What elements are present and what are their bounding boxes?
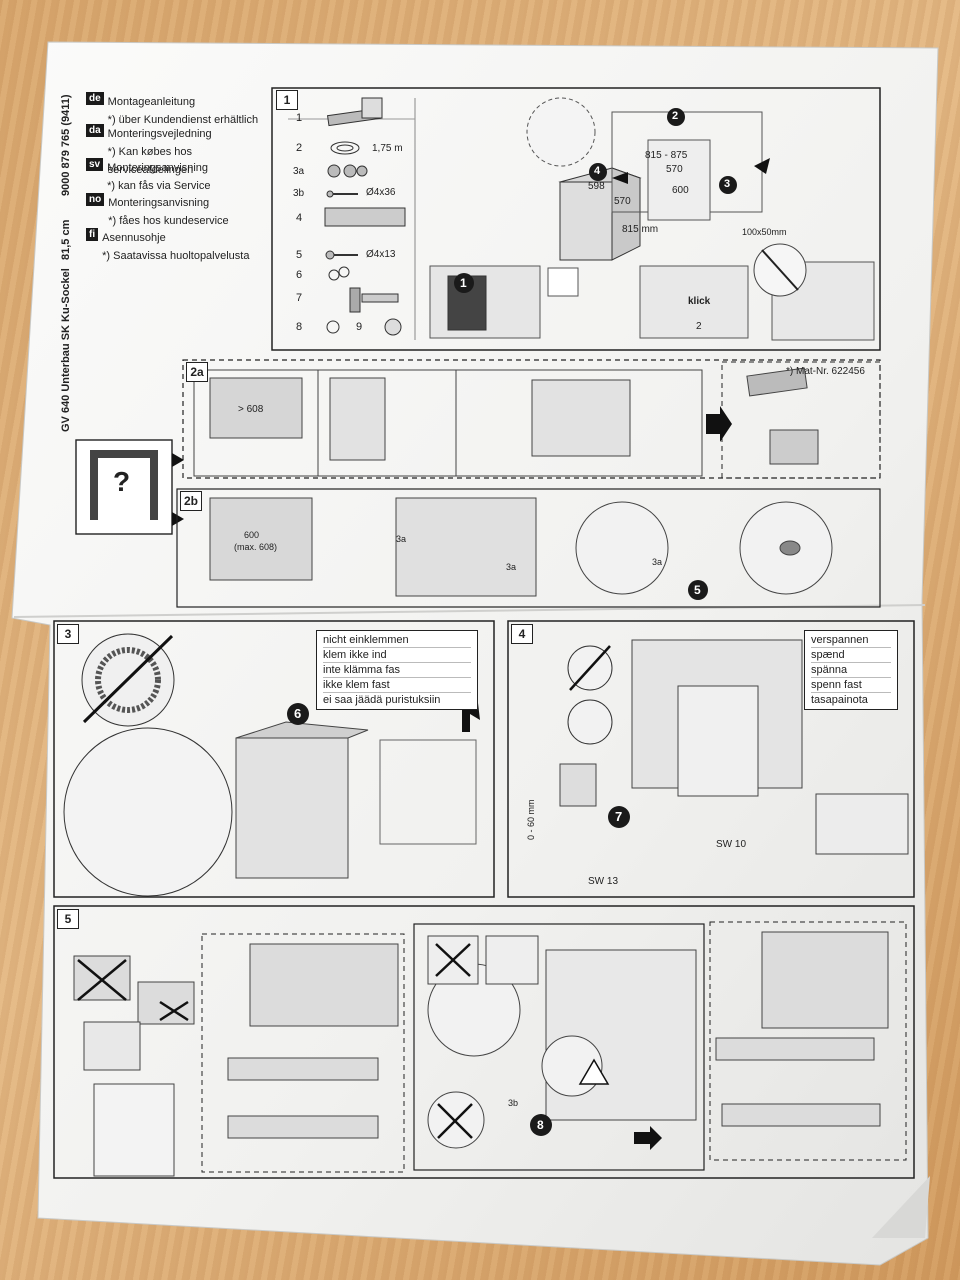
step-number-1: 1 <box>460 276 467 290</box>
wrench-sw10: SW 10 <box>716 839 747 850</box>
paper-curl <box>872 1176 930 1238</box>
model-title: GV 640 Unterbau SK Ku-Sockel <box>60 268 72 432</box>
dimension-598: 598 <box>588 181 605 192</box>
brace-word: verspannen <box>811 633 891 648</box>
dimension-max608: (max. 608) <box>234 542 278 552</box>
part-number: 5 <box>296 249 303 261</box>
language-note: *) Saatavissa huoltopalvelusta <box>102 250 250 262</box>
language-title: Monteringsanvisning <box>107 162 209 174</box>
panel-2b-frame <box>176 488 881 608</box>
dimension-570: 570 <box>614 196 631 207</box>
part-number: 2 <box>296 142 303 154</box>
language-de: de Montageanleitung*) über Kundendienst … <box>86 92 258 128</box>
dimension-600b: 600 <box>244 530 260 540</box>
step-number-6: 6 <box>294 706 302 721</box>
brace-word: spenn fast <box>811 678 891 693</box>
dimension-gt608: > 608 <box>238 404 264 415</box>
klick-label: klick <box>688 296 711 307</box>
brace-word: tasapainota <box>811 694 868 706</box>
part-label: Ø4x13 <box>366 249 396 260</box>
panel-number-2b: 2b <box>180 491 202 511</box>
clamp-word: ei saa jäädä puristuksiin <box>323 694 441 706</box>
wrench-sw13: SW 13 <box>588 876 619 887</box>
language-title: Monteringsvejledning <box>107 128 212 140</box>
document-code: 9000 879 765 (9411) <box>60 94 72 196</box>
step-number-3: 3 <box>724 178 731 190</box>
model-size: 81,5 cm <box>60 219 72 260</box>
panel-number-4: 4 <box>511 624 533 644</box>
part-number: 6 <box>296 269 303 281</box>
callout-3a: 3a <box>506 562 517 572</box>
callout-3a: 3a <box>396 534 407 544</box>
dimension-range: 0 - 60 mm <box>526 799 536 840</box>
panel-number-1: 1 <box>276 90 298 110</box>
panel-2a-frame <box>182 359 881 479</box>
panel-5-frame <box>53 905 915 1179</box>
brace-word: spänna <box>811 663 891 678</box>
dimension-hole: 100x50mm <box>742 227 787 237</box>
panel-number-3: 3 <box>57 624 79 644</box>
dimension-815mm: 815 mm <box>622 224 659 235</box>
step-number-2: 2 <box>672 110 679 122</box>
panel-number-2a: 2a <box>186 362 208 382</box>
language-note: *) über Kundendienst erhältlich <box>107 114 259 126</box>
panel-4-frame <box>507 620 915 898</box>
part-label: 1,75 m <box>372 143 403 154</box>
language-sv: sv Monteringsanvisning*) kan fås via Ser… <box>86 158 210 194</box>
panel-1-frame <box>271 87 881 351</box>
language-note: *) kan fås via Service <box>107 180 211 192</box>
language-fi: fi Asennusohje*) Saatavissa huoltopalvel… <box>86 228 249 264</box>
dimension-815-875: 815 - 875 <box>645 150 688 161</box>
panel-3-frame <box>53 620 495 898</box>
clamp-word: ikke klem fast <box>323 678 471 693</box>
language-title: Monteringsanvisning <box>108 197 210 209</box>
panel-number-5: 5 <box>57 909 79 929</box>
part-number: 3b <box>293 188 305 199</box>
question-mark: ? <box>113 466 131 497</box>
step-number-7: 7 <box>615 809 623 824</box>
part-number: 8 <box>296 321 303 333</box>
language-da: da Monteringsvejledning*) Kan købes hos … <box>86 124 266 178</box>
step-number-4: 4 <box>594 165 601 177</box>
clamp-word: nicht einklemmen <box>323 633 471 648</box>
dimension-570b: 570 <box>666 164 683 175</box>
part-label: Ø4x36 <box>366 187 396 198</box>
language-title: Asennusohje <box>102 232 166 244</box>
callout-3b: 3b <box>508 1098 519 1108</box>
clamp-word: klem ikke ind <box>323 648 471 663</box>
brace-word-box: verspannen spænd spänna spenn fast tasap… <box>804 630 898 710</box>
clamp-warning-box: nicht einklemmen klem ikke ind inte kläm… <box>316 630 478 710</box>
dimension-600: 600 <box>672 185 689 196</box>
clamp-word: inte klämma fas <box>323 663 471 678</box>
language-title: Montageanleitung <box>107 96 196 108</box>
callout-3a: 3a <box>652 557 663 567</box>
matnr-label: *) Mat-Nr. 622456 <box>786 366 865 377</box>
step-number-8: 8 <box>537 1118 544 1132</box>
language-note: *) fåes hos kundeservice <box>108 215 229 227</box>
brace-word: spænd <box>811 648 891 663</box>
part-number: 1 <box>296 112 303 124</box>
step-number-5: 5 <box>694 583 701 597</box>
part-number: 7 <box>296 292 303 304</box>
language-note: *) Kan købes hos serviceafdelingen <box>107 146 194 176</box>
part-number: 4 <box>296 212 303 224</box>
part-number: 9 <box>356 321 363 333</box>
language-no: no Monteringsanvisning*) fåes hos kundes… <box>86 193 229 229</box>
part-number: 3a <box>293 166 305 177</box>
callout-2: 2 <box>696 321 702 332</box>
